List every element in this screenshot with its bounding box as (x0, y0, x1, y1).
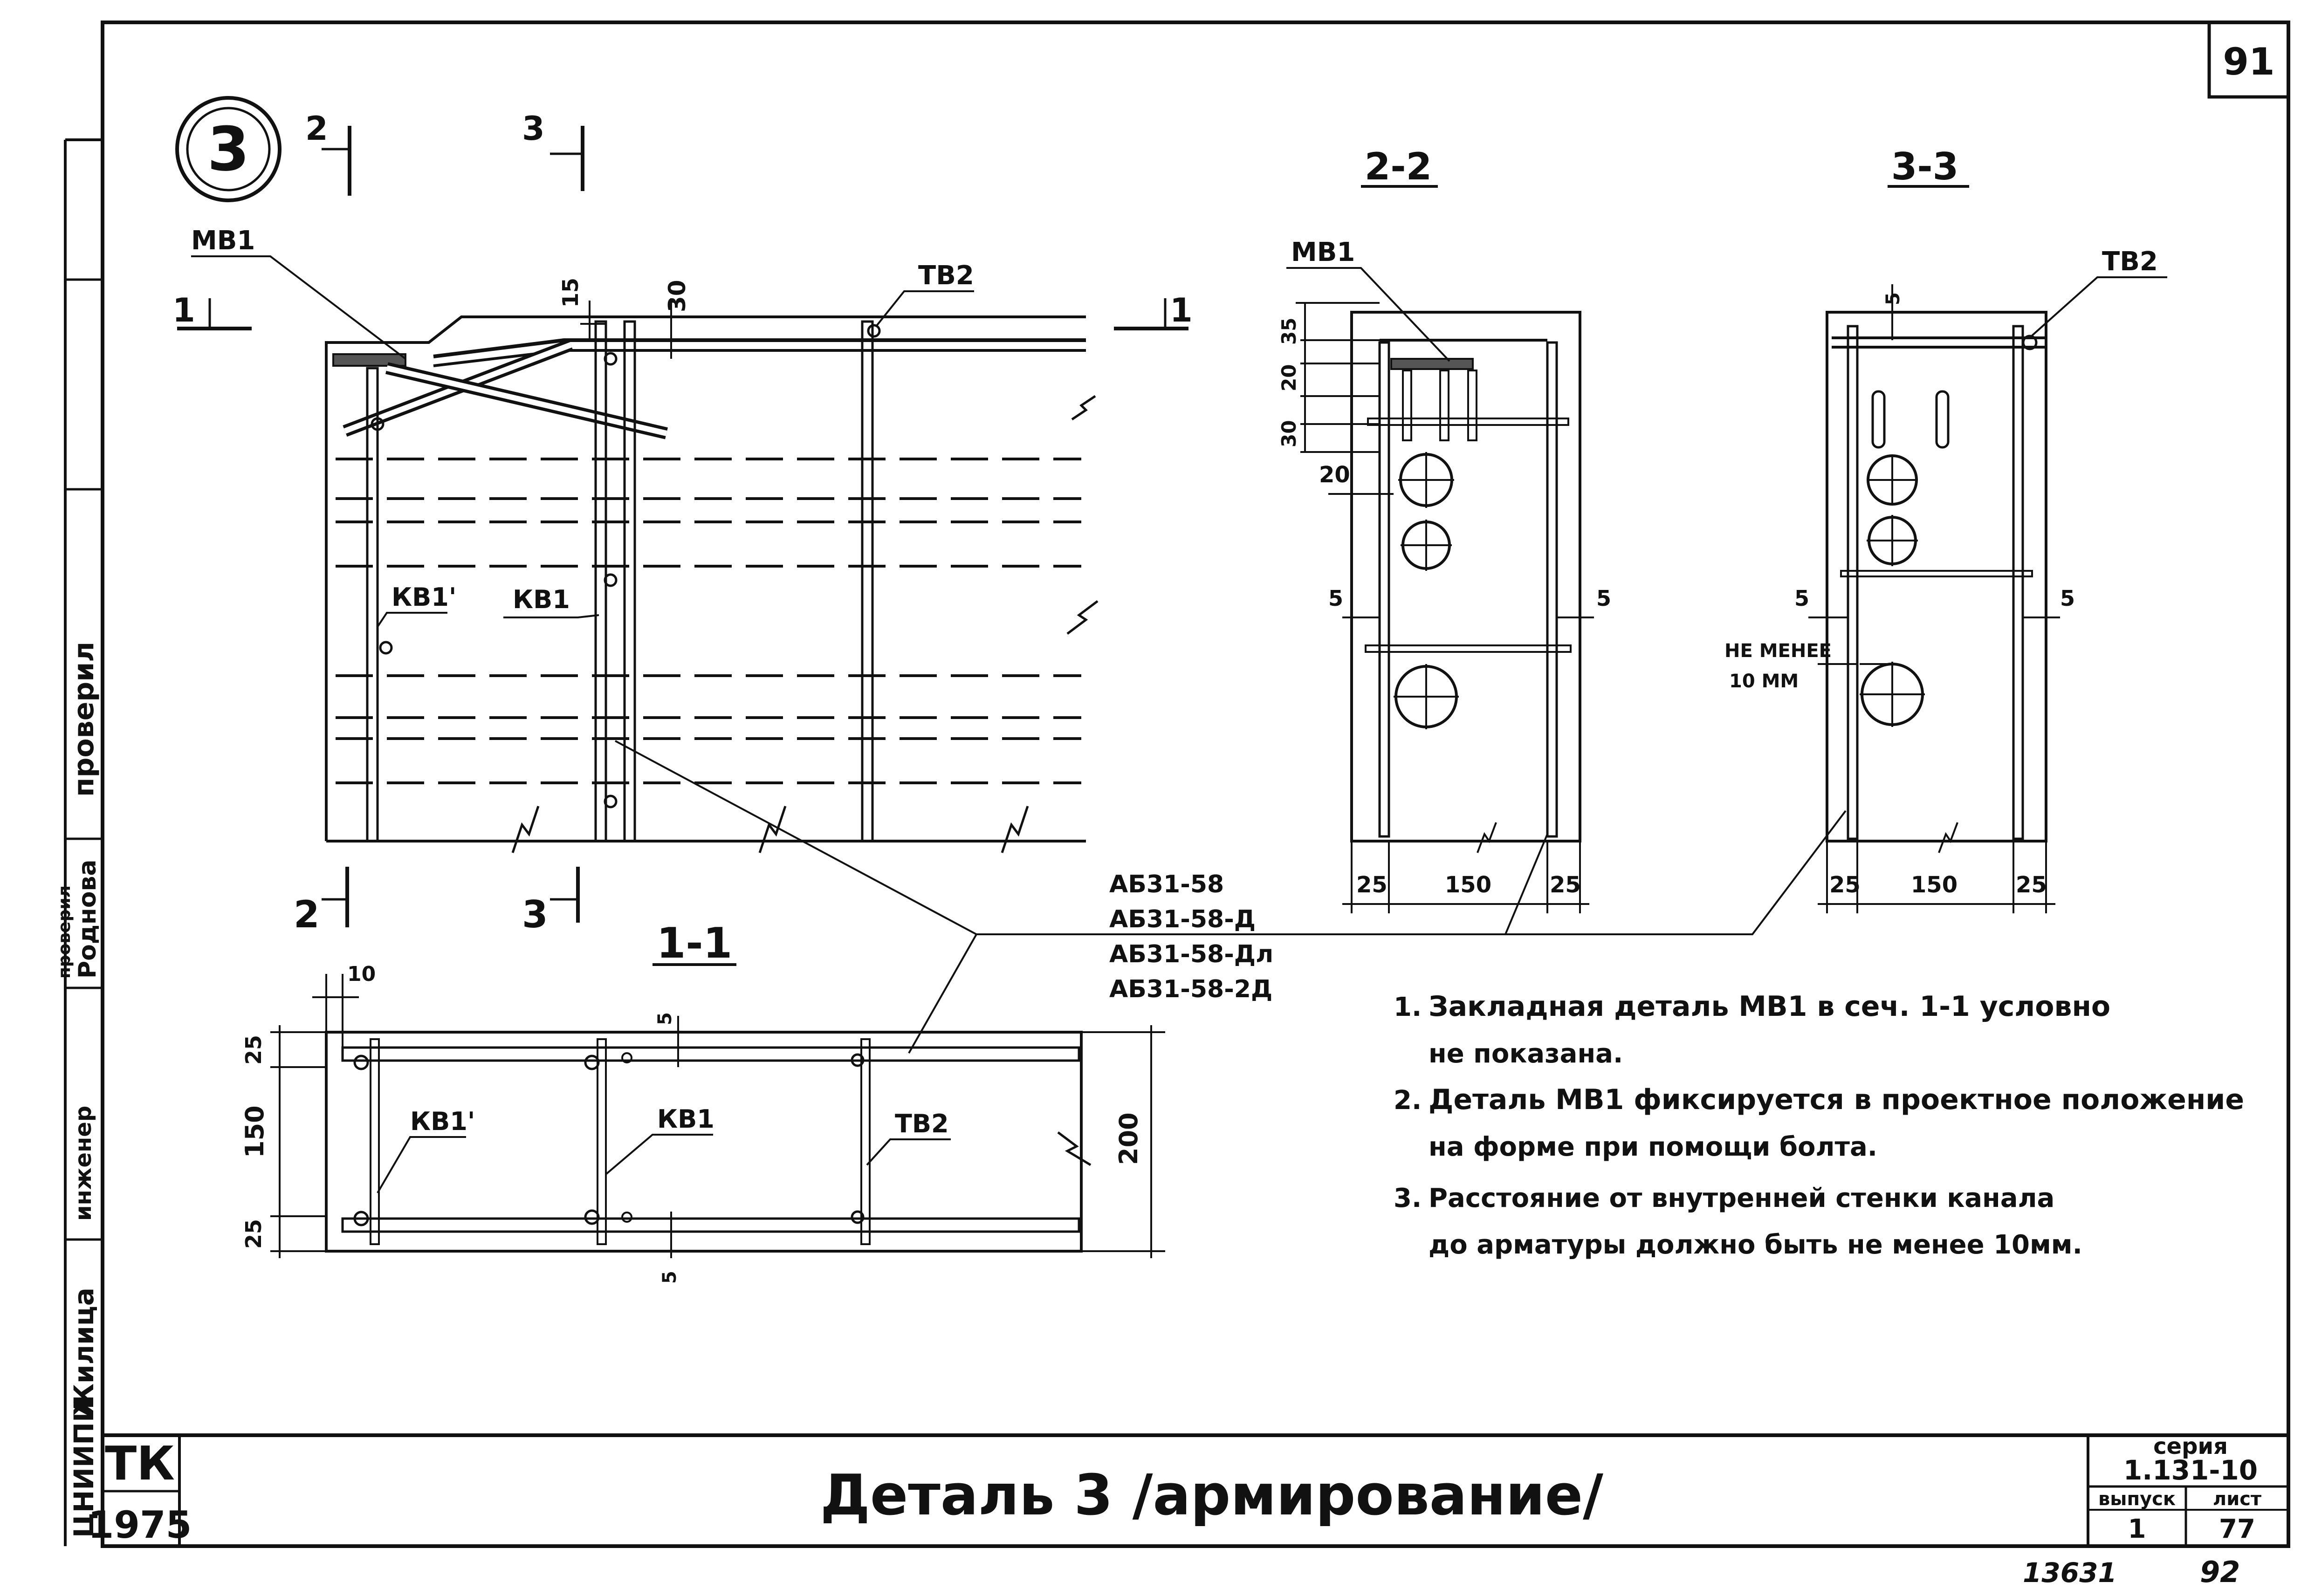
section-2-2-title: 2-2 (1365, 145, 1432, 188)
left-strip-engineer: инженер (70, 1106, 96, 1221)
title-year: 1975 (88, 1503, 192, 1547)
s22-dim-5l: 5 (1328, 586, 1343, 611)
title-block: ТК 1975 Деталь 3 /армирование/ серия 1.1… (88, 1433, 2288, 1547)
note-2-line1: Деталь МВ1 фиксируется в проектное полож… (1429, 1083, 2244, 1116)
block-type-3: АБ31-58-Дл (1109, 940, 1273, 968)
block-type-2: АБ31-58-Д (1109, 905, 1256, 933)
s22-dim-20b: 20 (1319, 462, 1350, 488)
detail-marker: 3 (175, 96, 282, 202)
mb1-plate (332, 353, 406, 367)
note-3-num: 3. (1394, 1183, 1422, 1213)
main-label-mb1: МВ1 (191, 226, 255, 256)
section-2-2: 2-2 35 20 30 20 (1278, 145, 1611, 913)
note-1-num: 1. (1394, 992, 1422, 1022)
s33-dim-5r: 5 (2060, 586, 2075, 611)
sheet-number-box (2207, 21, 2290, 99)
title-main: Деталь 3 /армирование/ (820, 1463, 1603, 1528)
s33-dim-25r: 25 (2016, 872, 2047, 898)
s11-dim-5top: 5 (654, 1012, 676, 1025)
block-types: АБ31-58 АБ31-58-Д АБ31-58-Дл АБ31-58-2Д (615, 740, 1847, 1054)
title-sheet-value: 77 (2219, 1514, 2255, 1544)
left-strip-rodnova: Роднова (74, 860, 102, 979)
cut-3-top-label: 3 (522, 110, 545, 148)
main-label-tb2: ТВ2 (918, 260, 974, 291)
left-strip-zhilitsa: Жилица (68, 1288, 100, 1417)
notes: 1. Закладная деталь МВ1 в сеч. 1-1 услов… (1394, 990, 2244, 1260)
title-org: ТК (105, 1436, 175, 1491)
s33-dim-25l: 25 (1829, 872, 1861, 898)
cut-2-bottom-label: 2 (294, 893, 320, 936)
note-3-line1: Расстояние от внутренней стенки канала (1429, 1183, 2054, 1213)
s11-dim-25b: 25 (241, 1219, 266, 1249)
s22-label-mb1: МВ1 (1291, 237, 1355, 267)
main-label-kb1: КВ1 (513, 585, 570, 614)
note-2-num: 2. (1394, 1085, 1422, 1116)
s11-dim-200: 200 (1114, 1112, 1143, 1165)
s22-dim-30: 30 (1278, 420, 1300, 447)
cut-3-bottom-label: 3 (522, 893, 548, 936)
note-3-line2: до арматуры должно быть не менее 10мм. (1429, 1230, 2082, 1260)
detail-number: 3 (207, 114, 249, 185)
s22-dim-5r: 5 (1596, 586, 1611, 611)
s22-dim-25l: 25 (1356, 872, 1387, 898)
left-strip: проверил Роднова проверил инженер Жилица… (55, 138, 103, 1546)
note-1-line2: не показана. (1429, 1039, 1623, 1069)
s22-dim-25r: 25 (1550, 872, 1581, 898)
title-sheet-label: лист (2213, 1488, 2262, 1510)
s11-label-kb1: КВ1 (657, 1104, 714, 1134)
s22-dim-20a: 20 (1278, 364, 1300, 391)
section-3-3-title: 3-3 (1891, 145, 1959, 188)
title-issue-value: 1 (2128, 1514, 2146, 1544)
main-dim-15: 15 (558, 278, 583, 308)
cut-1-left-label: 1 (172, 291, 195, 329)
section-3-3: 3-3 5 5 5 НЕ МЕНЕЕ 10 ММ (1724, 145, 2167, 913)
s33-note-min-2: 10 ММ (1729, 671, 1799, 692)
s11-dim-25a: 25 (241, 1035, 266, 1065)
main-dim-30: 30 (664, 280, 691, 312)
title-issue-label: выпуск (2098, 1488, 2176, 1510)
sheet-number: 91 (2223, 40, 2274, 83)
left-strip-checked: проверил (68, 642, 100, 797)
cut-2-top-label: 2 (305, 110, 328, 148)
s33-note-min-1: НЕ МЕНЕЕ (1724, 640, 1832, 662)
left-strip-cniip: ЦНИИПИ (68, 1399, 100, 1538)
section-1-1: 1-1 25 150 25 10 200 (240, 919, 1165, 1284)
block-type-1: АБ31-58 (1109, 870, 1224, 898)
note-2-line2: на форме при помощи болта. (1429, 1132, 1877, 1162)
block-type-4: АБ31-58-2Д (1109, 975, 1272, 1003)
s33-dim-150: 150 (1911, 872, 1958, 898)
s11-dim-150: 150 (240, 1105, 269, 1158)
main-view: 2 3 2 3 1 1 (172, 110, 1193, 936)
s11-label-tb2: ТВ2 (895, 1109, 949, 1138)
inventory-number: 13631 (2023, 1557, 2117, 1589)
s11-dim-5bot: 5 (659, 1271, 680, 1284)
note-1-line1: Закладная деталь МВ1 в сеч. 1-1 условно (1429, 990, 2110, 1023)
cut-1-right-label: 1 (1170, 291, 1193, 329)
section-1-1-title: 1-1 (657, 919, 733, 968)
s22-dim-35: 35 (1278, 318, 1300, 345)
s11-dim-10: 10 (347, 962, 376, 986)
sheet-frame (101, 21, 2290, 1548)
title-series-label: серия (2153, 1433, 2228, 1459)
s11-label-kb1p: КВ1' (410, 1107, 475, 1136)
s33-label-tb2: ТВ2 (2102, 247, 2158, 277)
s33-dim-5l: 5 (1794, 586, 1809, 611)
sheet-number-handwritten: 92 (2200, 1555, 2240, 1589)
title-series-value: 1.131-10 (2123, 1454, 2258, 1486)
left-strip-rodnova-role: проверил (55, 885, 74, 979)
s22-dim-150: 150 (1445, 872, 1491, 898)
main-label-kb1p: КВ1' (392, 582, 456, 612)
